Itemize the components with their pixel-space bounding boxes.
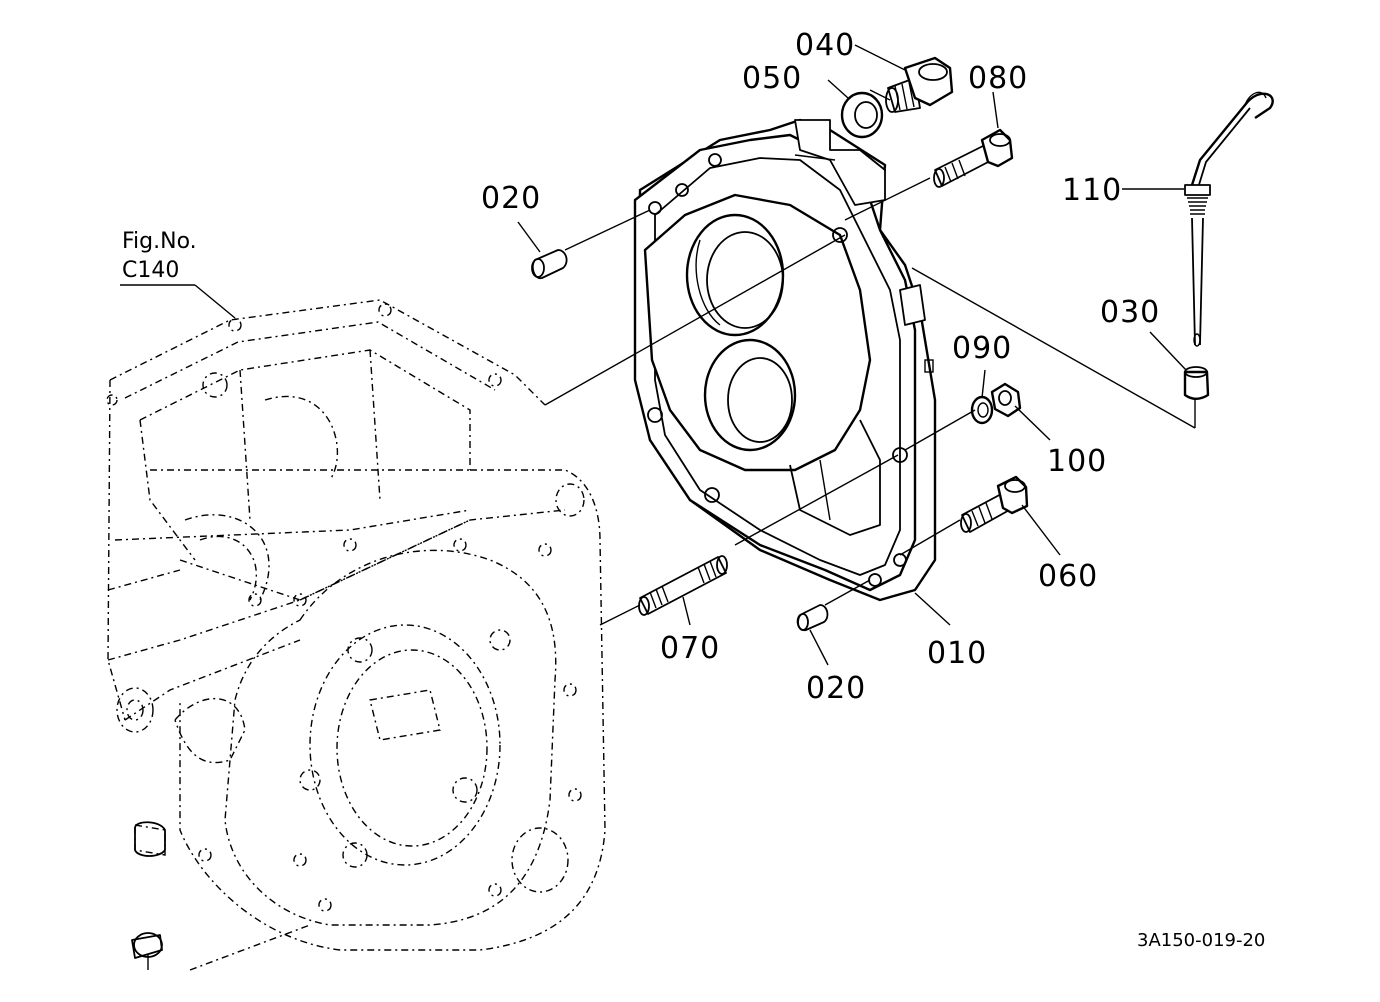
- part-label-030: 030: [1100, 295, 1160, 330]
- bolt-080: [933, 128, 1014, 188]
- part-label-050: 050: [742, 61, 802, 96]
- part-label-060: 060: [1038, 559, 1098, 594]
- part-label-090: 090: [952, 331, 1012, 366]
- part-label-020-lower: 020: [806, 671, 866, 706]
- fig-ref-leader: [120, 284, 236, 319]
- dipstick-110: [1184, 91, 1274, 347]
- drawing-code: 3A150-019-20: [1137, 930, 1265, 951]
- case-loose-parts: [131, 821, 311, 971]
- part-label-070: 070: [660, 631, 720, 666]
- part-label-010: 010: [927, 636, 987, 671]
- callout-leaders: [517, 44, 1187, 666]
- dowel-pin-020-lower: [796, 604, 829, 632]
- cap-030: [1183, 366, 1210, 400]
- part-label-020-upper: 020: [481, 181, 541, 216]
- fig-ref-line2: C140: [122, 258, 179, 283]
- stud-bolt-070: [638, 555, 728, 616]
- cover-plate-010: [633, 118, 937, 602]
- drain-plug-040: [885, 56, 954, 113]
- transmission-case-housing: [106, 299, 606, 951]
- nut-100: [990, 382, 1022, 418]
- gasket-washer-050: [840, 91, 884, 139]
- assembly-leader-lines: [544, 89, 1196, 626]
- part-label-100: 100: [1047, 444, 1107, 479]
- fig-ref-line1: Fig.No.: [122, 229, 197, 254]
- part-label-080: 080: [968, 61, 1028, 96]
- part-label-110: 110: [1062, 173, 1122, 208]
- dowel-pin-020-upper: [531, 249, 568, 279]
- bolt-060: [960, 475, 1029, 533]
- part-label-040: 040: [795, 28, 855, 63]
